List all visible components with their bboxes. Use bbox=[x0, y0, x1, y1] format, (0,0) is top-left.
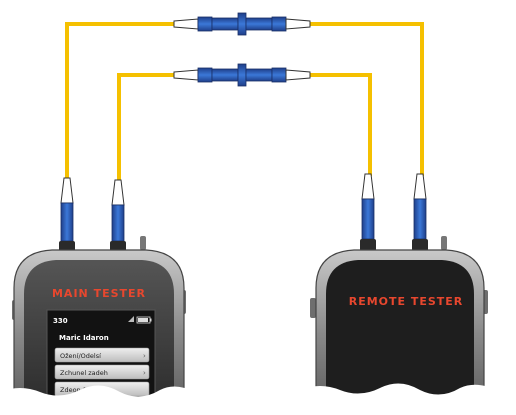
inner-fiber-cable-right bbox=[310, 73, 372, 176]
status-number: 330 bbox=[53, 317, 68, 325]
bottom-inline-coupler bbox=[173, 63, 311, 87]
remote-connector-2 bbox=[412, 173, 428, 251]
menu-item-2[interactable]: Zchunel zadeh › bbox=[54, 364, 150, 380]
outer-fiber-cable-right bbox=[310, 22, 424, 176]
top-inline-coupler bbox=[173, 12, 311, 36]
main-connector-2 bbox=[110, 179, 126, 253]
torn-edge-main bbox=[0, 385, 195, 415]
menu-item-label: Zdeon 100 bbox=[60, 386, 95, 394]
outer-fiber-cable bbox=[65, 22, 176, 180]
fiber-cables bbox=[65, 22, 424, 182]
remote-connector-1 bbox=[360, 173, 376, 251]
menu-item-label: Zchunel zadeh bbox=[60, 369, 108, 377]
menu-item-label: Ožení/Odelsí bbox=[60, 352, 101, 360]
remote-tester-screen bbox=[326, 260, 474, 415]
chevron-right-icon: › bbox=[143, 369, 146, 377]
remote-tester-label: REMOTE TESTER bbox=[349, 295, 464, 308]
battery-icon bbox=[136, 316, 152, 324]
screen-header: Maric Idaron bbox=[59, 334, 109, 342]
main-connector-1 bbox=[59, 177, 75, 253]
menu-item-1[interactable]: Ožení/Odelsí › bbox=[54, 347, 150, 363]
inner-fiber-cable bbox=[117, 73, 176, 182]
main-tester-label: MAIN TESTER bbox=[52, 287, 146, 300]
remote-tester: REMOTE TESTER bbox=[300, 236, 500, 415]
main-tester: MAIN TESTER 330 Maric Idaron Ožení/Odels… bbox=[0, 236, 195, 415]
torn-edge-remote bbox=[300, 383, 500, 415]
signal-icon bbox=[128, 316, 134, 322]
chevron-right-icon: › bbox=[143, 352, 146, 360]
